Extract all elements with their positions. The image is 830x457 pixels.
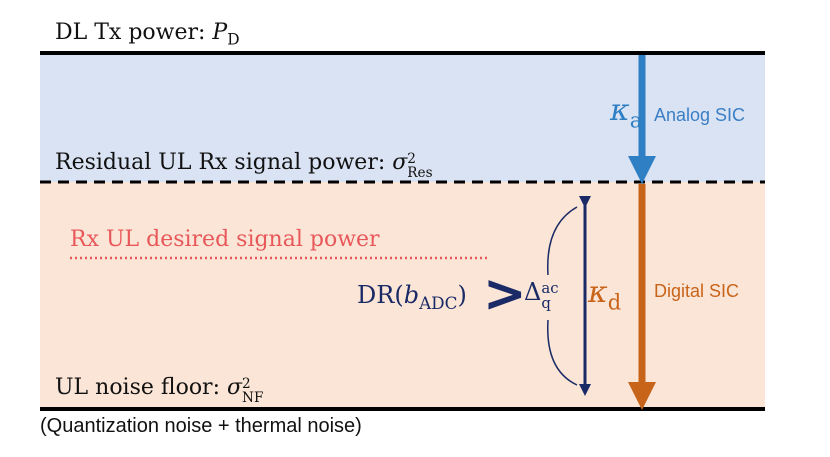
kappa-d-symbol: κ (588, 275, 608, 310)
kappa-d-subscript: d (607, 290, 622, 315)
rx-desired-signal-label: Rx UL desired signal power (70, 227, 380, 252)
dr-brace-upper (547, 206, 578, 276)
dynamic-range-label: DR(bADC) (357, 283, 467, 312)
dr-suffix: ) (457, 281, 467, 309)
dr-subscript: ADC (419, 292, 458, 313)
residual-symbol: σ (392, 150, 408, 175)
residual-subscript: Res (407, 164, 433, 181)
noise-floor-superscript: 2 (242, 375, 251, 392)
dr-brace-lower (547, 319, 578, 386)
dr-variable: b (403, 281, 420, 309)
dl-tx-power-label: DL Tx power: PD (55, 22, 240, 48)
delta-subscript: q (541, 294, 551, 313)
noise-floor-prefix: UL noise floor: (55, 375, 227, 400)
greater-than-symbol: > (483, 264, 527, 324)
dl-tx-prefix: DL Tx power: (55, 20, 213, 45)
dl-tx-subscript: D (227, 30, 240, 49)
residual-superscript: 2 (407, 150, 416, 167)
dr-prefix: DR( (357, 281, 404, 309)
kappa-a-label: κa (610, 96, 642, 131)
residual-prefix: Residual UL Rx signal power: (55, 150, 393, 175)
noise-floor-symbol: σ (226, 375, 243, 400)
kappa-a-symbol: κ (610, 93, 630, 128)
digital-sic-label: Digital SIC (654, 281, 740, 301)
analog-sic-label: Analog SIC (654, 105, 746, 125)
dl-tx-symbol: P (212, 20, 228, 45)
noise-floor-subscript: NF (242, 389, 264, 406)
delta-superscript: ac (541, 279, 559, 298)
noise-note-label: (Quantization noise + thermal noise) (40, 415, 362, 437)
kappa-a-subscript: a (629, 108, 643, 133)
delta-symbol: Δ (524, 278, 542, 306)
kappa-d-label: κd (588, 278, 621, 313)
